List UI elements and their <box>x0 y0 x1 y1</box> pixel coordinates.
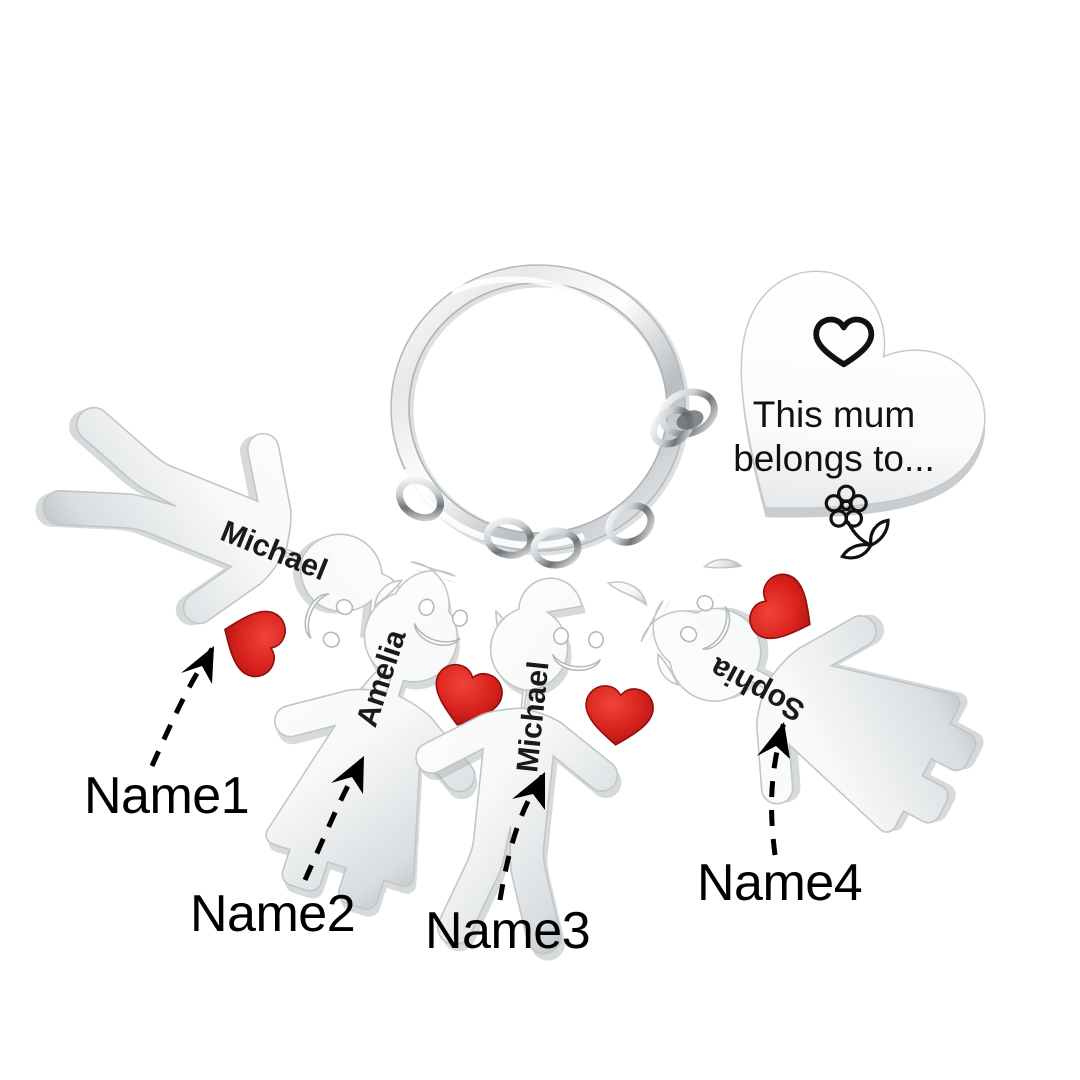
heart-outline-doodle <box>813 316 875 368</box>
arrowhead-name4 <box>757 722 790 759</box>
jump-ring-2 <box>483 517 535 559</box>
pendant-engraving: This mum belongs to... <box>733 394 935 479</box>
arrowhead-name2 <box>331 756 364 794</box>
charm-sophia[interactable]: Sophia <box>601 524 1014 878</box>
arrowhead-name1 <box>181 646 214 684</box>
pigtails <box>657 558 744 687</box>
hair-tuft <box>606 581 648 607</box>
charm-amelia[interactable]: Amelia <box>225 535 537 937</box>
red-heart-inlay <box>749 573 811 640</box>
red-heart-inlay <box>224 610 286 678</box>
annotation-arrowheads <box>181 646 790 810</box>
pendant-line-1: This mum <box>753 394 915 435</box>
jump-ring-pendant <box>658 388 718 438</box>
annotation-label-name4: Name4 <box>697 854 863 912</box>
jump-ring-shadows <box>676 410 704 430</box>
red-heart-inlay <box>585 685 654 746</box>
annotation-label-name3: Name3 <box>425 902 591 960</box>
pendant-face <box>740 270 986 509</box>
annotation-label-name2: Name2 <box>190 885 356 943</box>
jump-ring-4 <box>605 502 655 546</box>
pendant-line-2: belongs to... <box>733 438 935 479</box>
flower-doodle <box>824 484 890 560</box>
red-heart-inlay <box>435 663 503 726</box>
arrowhead-name3 <box>512 772 545 810</box>
jump-rings <box>396 388 718 569</box>
jump-ring-1 <box>396 476 444 522</box>
charm-michael-2[interactable]: Michael <box>396 563 666 969</box>
jump-ring-3 <box>530 527 582 569</box>
heart-pendant[interactable]: This mum belongs to... <box>657 244 1017 599</box>
annotation-label-name1: Name1 <box>84 767 250 825</box>
